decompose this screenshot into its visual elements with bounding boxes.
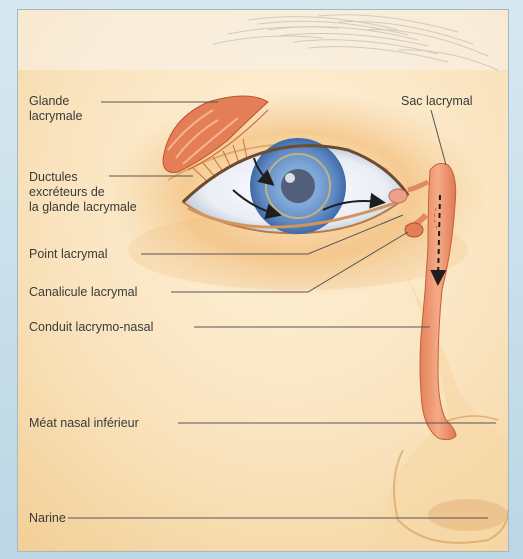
pupil [281,169,315,203]
label-narine-text: Narine [29,511,66,526]
label-meat-text: Méat nasal inférieur [29,416,139,431]
label-meat-nasal-inferieur: Méat nasal inférieur [29,416,139,431]
label-ductules: Ductules excréteurs de la glande lacryma… [29,170,137,215]
label-point-text: Point lacrymal [29,247,108,262]
label-glande-line1: Glande [29,94,83,109]
caruncle [389,189,407,203]
label-glande-line2: lacrymale [29,109,83,124]
label-sac-text: Sac lacrymal [401,94,473,109]
label-ductules-line3: la glande lacrymale [29,200,137,215]
label-ductules-line2: excréteurs de [29,185,137,200]
label-conduit-text: Conduit lacrymo-nasal [29,320,153,335]
label-point-lacrymal: Point lacrymal [29,247,108,262]
label-narine: Narine [29,511,66,526]
label-glande-lacrymale: Glande lacrymale [29,94,83,124]
label-conduit-lacrymo-nasal: Conduit lacrymo-nasal [29,320,153,335]
label-sac-lacrymal: Sac lacrymal [401,94,473,109]
anatomy-illustration: Glande lacrymale Sac lacrymal Ductules e… [17,9,509,552]
label-canalicule-text: Canalicule lacrymal [29,285,137,300]
label-canalicule-lacrymal: Canalicule lacrymal [29,285,137,300]
label-ductules-line1: Ductules [29,170,137,185]
face-drawing [18,10,508,551]
